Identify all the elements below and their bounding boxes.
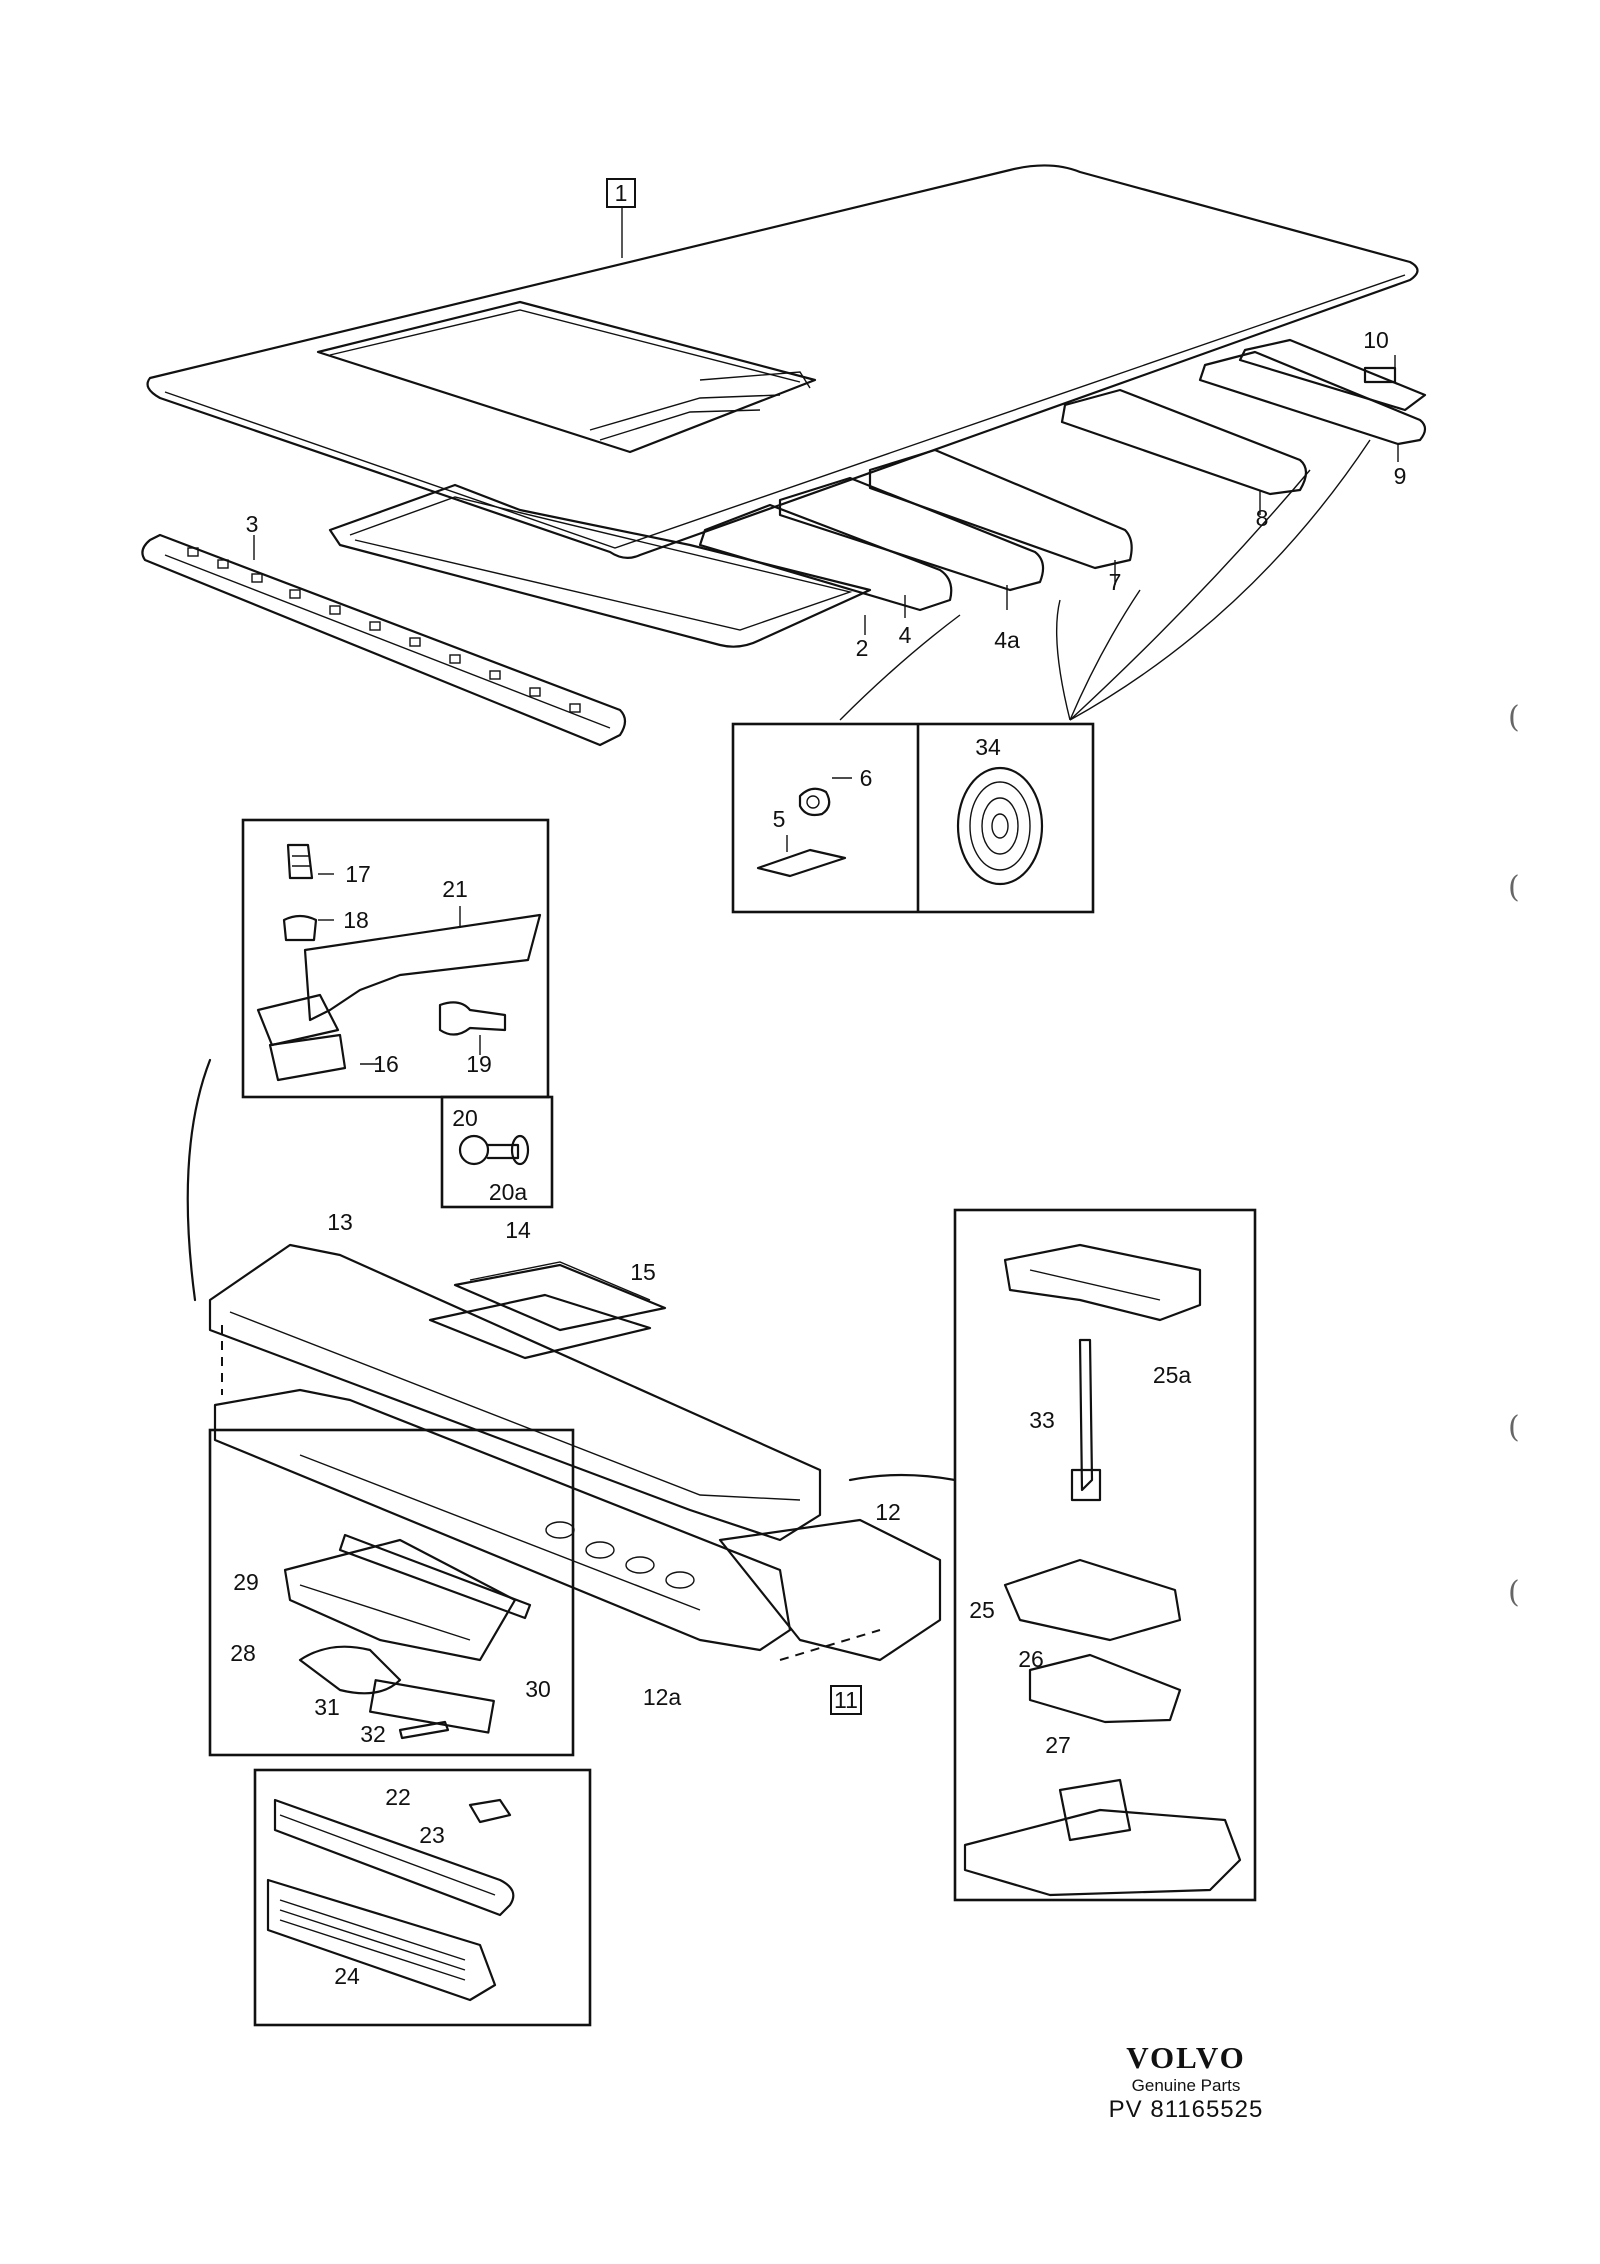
callout-20a: 20a <box>489 1179 528 1205</box>
callout-12: 12 <box>875 1499 901 1525</box>
callout-9: 9 <box>1394 463 1407 489</box>
callout-31: 31 <box>314 1694 340 1720</box>
callout-26: 26 <box>1018 1646 1044 1672</box>
callout-25: 25 <box>969 1597 995 1623</box>
callout-25a: 25a <box>1153 1362 1192 1388</box>
callout-23: 23 <box>419 1822 445 1848</box>
leader-lines <box>253 208 1399 721</box>
brand-logo: VOLVO <box>1126 2040 1246 2075</box>
callout-27: 27 <box>1045 1732 1071 1758</box>
callout-32: 32 <box>360 1721 386 1747</box>
inset-vent-28-32 <box>208 1428 575 1757</box>
part-reference: PV 81165525 <box>1108 2096 1264 2123</box>
callout-18: 18 <box>343 907 369 933</box>
callout-21: 21 <box>442 876 468 902</box>
callout-7: 7 <box>1109 569 1122 595</box>
inset-fasteners-5-6-34 <box>731 722 1095 914</box>
callout-30: 30 <box>525 1676 551 1702</box>
callout-4a: 4a <box>994 627 1020 653</box>
callout-12a: 12a <box>643 1684 682 1710</box>
callout-22: 22 <box>385 1784 411 1810</box>
sunroof-frame <box>328 483 872 648</box>
margin-mark: ( <box>1508 700 1520 735</box>
callout-15: 15 <box>630 1259 656 1285</box>
callout-24: 24 <box>334 1963 360 1989</box>
callout-13: 13 <box>327 1209 353 1235</box>
margin-mark: ( <box>1508 870 1520 905</box>
callout-4: 4 <box>899 622 912 648</box>
callout-11-box <box>830 1685 862 1715</box>
inset-clips-25-27-33 <box>848 1208 1257 1902</box>
roof-panel <box>146 164 1419 559</box>
callout-33: 33 <box>1029 1407 1055 1433</box>
inset-seals-22-24 <box>253 1768 592 2027</box>
callout-8: 8 <box>1256 505 1269 531</box>
callout-34: 34 <box>975 734 1001 760</box>
callout-29: 29 <box>233 1569 259 1595</box>
callout-17: 17 <box>345 861 371 887</box>
margin-mark: ( <box>1508 1410 1520 1445</box>
callout-28: 28 <box>230 1640 256 1666</box>
callout-2: 2 <box>856 635 869 661</box>
callout-3: 3 <box>246 511 259 537</box>
callout-1-box <box>606 178 636 208</box>
callout-11: 11 <box>834 1687 858 1713</box>
brand-footer: VOLVO Genuine Parts PV 81165525 <box>1096 2040 1276 2124</box>
inset-bolt-20 <box>440 1095 554 1209</box>
cowl-assembly <box>186 1058 942 1662</box>
callout-19: 19 <box>466 1051 492 1077</box>
callout-10: 10 <box>1363 327 1389 353</box>
brand-tagline: Genuine Parts <box>1131 2076 1241 2095</box>
callout-16: 16 <box>373 1051 399 1077</box>
side-rail <box>141 533 627 747</box>
callout-6: 6 <box>860 765 873 791</box>
margin-mark: ( <box>1508 1575 1520 1610</box>
roof-bows <box>698 338 1427 612</box>
callout-5: 5 <box>773 806 786 832</box>
callout-labels: 1 2 3 4 4a 5 6 7 8 9 10 11 12 12a 13 14 … <box>230 178 1407 1989</box>
callout-20: 20 <box>452 1105 478 1131</box>
inset-bracket-16-21 <box>241 818 550 1099</box>
callout-1: 1 <box>615 180 628 206</box>
callout-14: 14 <box>505 1217 531 1243</box>
